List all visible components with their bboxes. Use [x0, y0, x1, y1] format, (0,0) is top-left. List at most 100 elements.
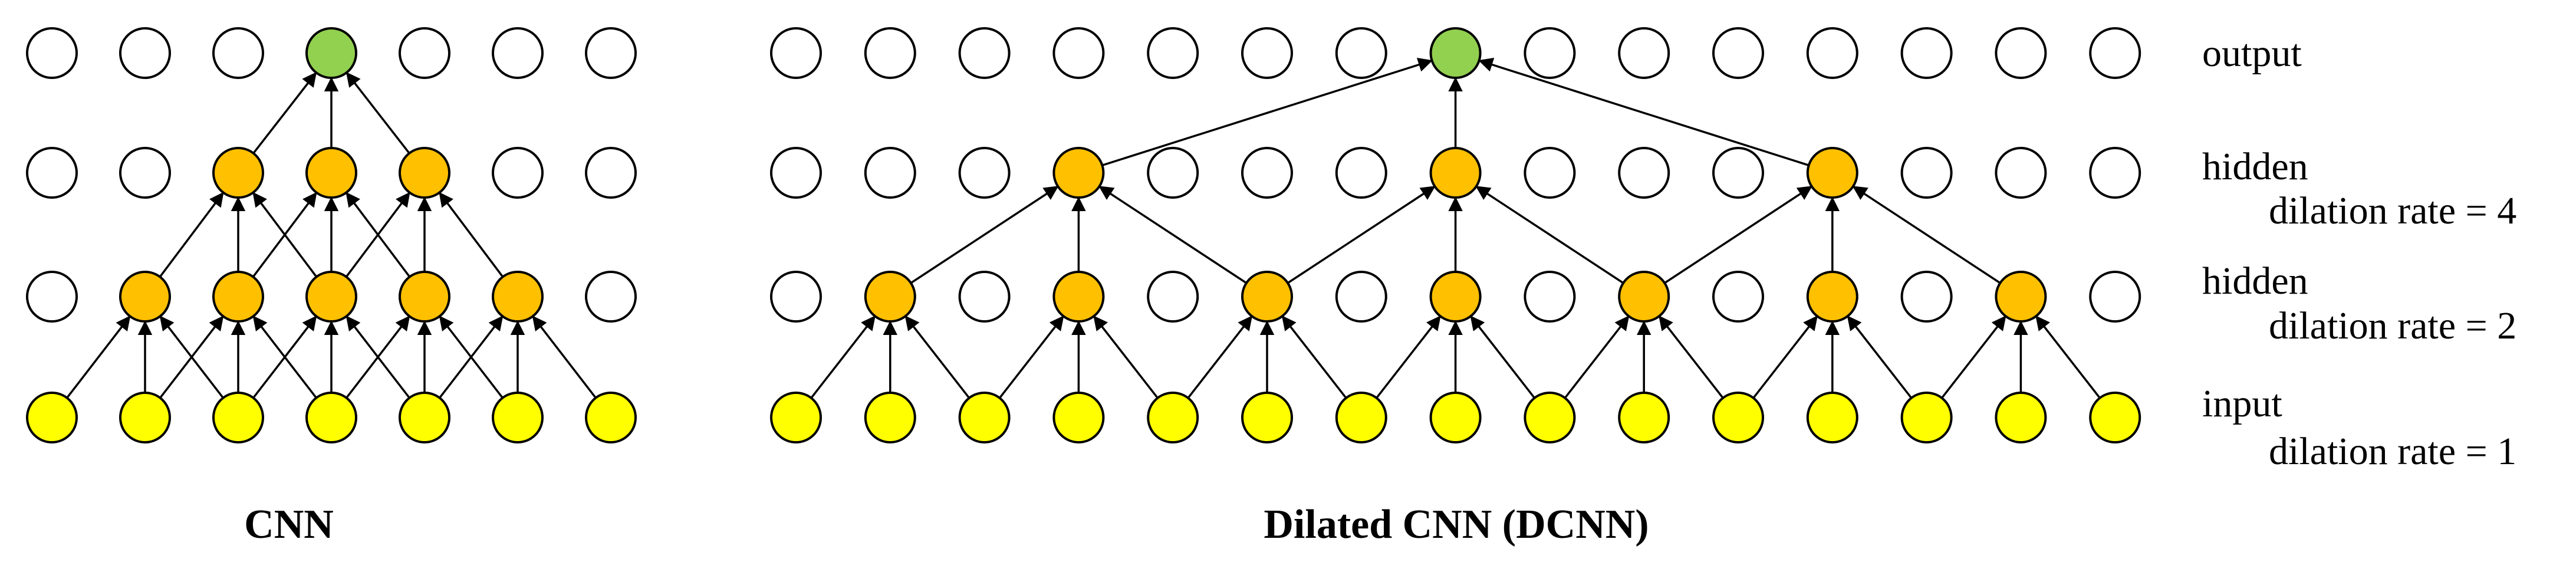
dcnn-hidden1-node-10-inactive — [1712, 271, 1764, 323]
dcnn-output-node-10-inactive — [1712, 27, 1764, 79]
dcnn-input-node-8-active — [1524, 392, 1576, 443]
dcnn-input-node-11-active — [1806, 392, 1858, 443]
cnn-edge-input-0-to-hidden1-1 — [66, 315, 131, 399]
dcnn-hidden1-node-4-inactive — [1147, 271, 1199, 323]
dcnn-output-node-9-inactive — [1618, 27, 1670, 79]
connection-arrows — [66, 57, 2101, 399]
caption-dcnn: Dilated CNN (DCNN) — [1264, 502, 1649, 547]
label-hidden-bottom: hidden — [2202, 259, 2308, 303]
dcnn-hidden1-node-0-inactive — [770, 271, 822, 323]
cnn-hidden1-node-0-inactive — [26, 271, 78, 323]
dcnn-input-node-2-active — [958, 392, 1011, 443]
neuron-nodes — [26, 27, 2141, 443]
dcnn-hidden2-node-7-active — [1429, 147, 1482, 199]
cnn-hidden2-node-2-active — [212, 147, 264, 199]
dcnn-hidden1-node-14-inactive — [2089, 271, 2141, 323]
cnn-output-node-6-inactive — [585, 27, 637, 79]
dcnn-hidden2-node-14-inactive — [2089, 147, 2141, 199]
dcnn-hidden1-node-3-active — [1052, 271, 1105, 323]
dcnn-edge-input-4-to-hidden1-5 — [1187, 315, 1253, 399]
cnn-input-node-6-active — [585, 392, 637, 443]
dcnn-hidden1-node-6-inactive — [1335, 271, 1387, 323]
dcnn-hidden2-node-2-inactive — [958, 147, 1011, 199]
label-dilation-1: dilation rate = 1 — [2269, 430, 2516, 473]
cnn-hidden1-node-4-active — [399, 271, 450, 323]
cnn-edge-hidden1-1-to-hidden2-2 — [159, 192, 224, 278]
cnn-output-node-5-inactive — [492, 27, 544, 79]
cnn-hidden1-node-2-active — [212, 271, 264, 323]
label-output: output — [2202, 32, 2302, 75]
caption-cnn: CNN — [244, 502, 334, 547]
dcnn-edge-hidden2-11-to-output-7 — [1478, 57, 1810, 166]
cnn-edge-hidden1-3-to-hidden2-4 — [345, 192, 410, 278]
dcnn-edge-hidden1-9-to-hidden2-11 — [1664, 186, 1812, 284]
cnn-output-node-3-active — [305, 27, 357, 79]
dcnn-input-node-14-active — [2089, 392, 2141, 443]
cnn-edge-input-3-to-hidden1-4 — [346, 315, 410, 399]
dcnn-hidden2-node-10-inactive — [1712, 147, 1764, 199]
cnn-edge-hidden2-4-to-output-3 — [346, 71, 410, 154]
dcnn-edge-hidden1-1-to-hidden2-3 — [910, 186, 1059, 284]
cnn-hidden1-node-1-active — [119, 271, 171, 323]
cnn-edge-hidden2-2-to-output-3 — [252, 71, 317, 154]
dcnn-edge-input-14-to-hidden1-13 — [2035, 315, 2101, 399]
label-dilation-4: dilation rate = 4 — [2269, 189, 2516, 232]
dcnn-output-node-11-inactive — [1806, 27, 1858, 79]
dcnn-input-node-7-active — [1429, 392, 1482, 443]
cnn-hidden2-node-3-active — [305, 147, 357, 199]
cnn-hidden2-node-6-inactive — [585, 147, 637, 199]
cnn-output-node-1-inactive — [119, 27, 171, 79]
cnn-hidden1-node-3-active — [305, 271, 357, 323]
dcnn-hidden1-node-13-active — [1995, 271, 2047, 323]
dcnn-edge-input-8-to-hidden1-9 — [1564, 315, 1630, 399]
dcnn-hidden2-node-12-inactive — [1900, 147, 1953, 199]
cnn-input-node-3-active — [305, 392, 357, 443]
cnn-hidden2-node-0-inactive — [26, 147, 78, 199]
cnn-hidden2-node-5-inactive — [492, 147, 544, 199]
dcnn-edge-input-10-to-hidden1-11 — [1752, 315, 1818, 399]
dcnn-hidden1-node-5-active — [1241, 271, 1293, 323]
cnn-input-node-5-active — [492, 392, 544, 443]
dcnn-input-node-12-active — [1900, 392, 1953, 443]
dcnn-edge-input-2-to-hidden1-3 — [999, 315, 1064, 399]
dcnn-hidden2-node-4-inactive — [1147, 147, 1199, 199]
dcnn-hidden1-node-12-inactive — [1900, 271, 1953, 323]
dcnn-hidden2-node-3-active — [1052, 147, 1105, 199]
dcnn-hidden2-node-8-inactive — [1524, 147, 1576, 199]
dcnn-edge-hidden1-13-to-hidden2-11 — [1852, 186, 2001, 284]
cnn-edge-input-2-to-hidden1-3 — [252, 315, 317, 399]
dcnn-edge-hidden2-3-to-output-7 — [1101, 57, 1433, 166]
dcnn-hidden2-node-13-inactive — [1995, 147, 2047, 199]
dcnn-input-node-10-active — [1712, 392, 1764, 443]
dcnn-hidden2-node-0-inactive — [770, 147, 822, 199]
dcnn-edge-input-6-to-hidden1-5 — [1281, 315, 1347, 399]
cnn-hidden2-node-4-active — [399, 147, 450, 199]
dcnn-edge-input-0-to-hidden1-1 — [810, 315, 876, 399]
cnn-input-node-2-active — [212, 392, 264, 443]
dcnn-hidden1-node-8-inactive — [1524, 271, 1576, 323]
dcnn-output-node-4-inactive — [1147, 27, 1199, 79]
dcnn-edge-hidden1-5-to-hidden2-7 — [1287, 186, 1436, 284]
cnn-hidden2-node-1-inactive — [119, 147, 171, 199]
cnn-hidden1-node-5-active — [492, 271, 544, 323]
dcnn-hidden1-node-2-inactive — [958, 271, 1011, 323]
dcnn-hidden2-node-5-inactive — [1241, 147, 1293, 199]
dcnn-output-node-7-active — [1429, 27, 1482, 79]
dcnn-edge-input-12-to-hidden1-13 — [1941, 315, 2006, 399]
dcnn-hidden1-node-9-active — [1618, 271, 1670, 323]
dcnn-edge-input-12-to-hidden1-11 — [1847, 315, 1913, 399]
cnn-hidden1-node-6-inactive — [585, 271, 637, 323]
dcnn-edge-input-2-to-hidden1-1 — [904, 315, 970, 399]
dcnn-input-node-0-active — [770, 392, 822, 443]
cnn-edge-input-4-to-hidden1-5 — [439, 315, 504, 399]
dcnn-output-node-3-inactive — [1052, 27, 1105, 79]
dcnn-input-node-9-active — [1618, 392, 1670, 443]
cnn-input-node-4-active — [399, 392, 450, 443]
dcnn-input-node-4-active — [1147, 392, 1199, 443]
dcnn-hidden2-node-6-inactive — [1335, 147, 1387, 199]
dcnn-hidden2-node-9-inactive — [1618, 147, 1670, 199]
dcnn-edge-hidden1-5-to-hidden2-3 — [1098, 186, 1247, 284]
dcnn-output-node-13-inactive — [1995, 27, 2047, 79]
dcnn-output-node-1-inactive — [864, 27, 916, 79]
